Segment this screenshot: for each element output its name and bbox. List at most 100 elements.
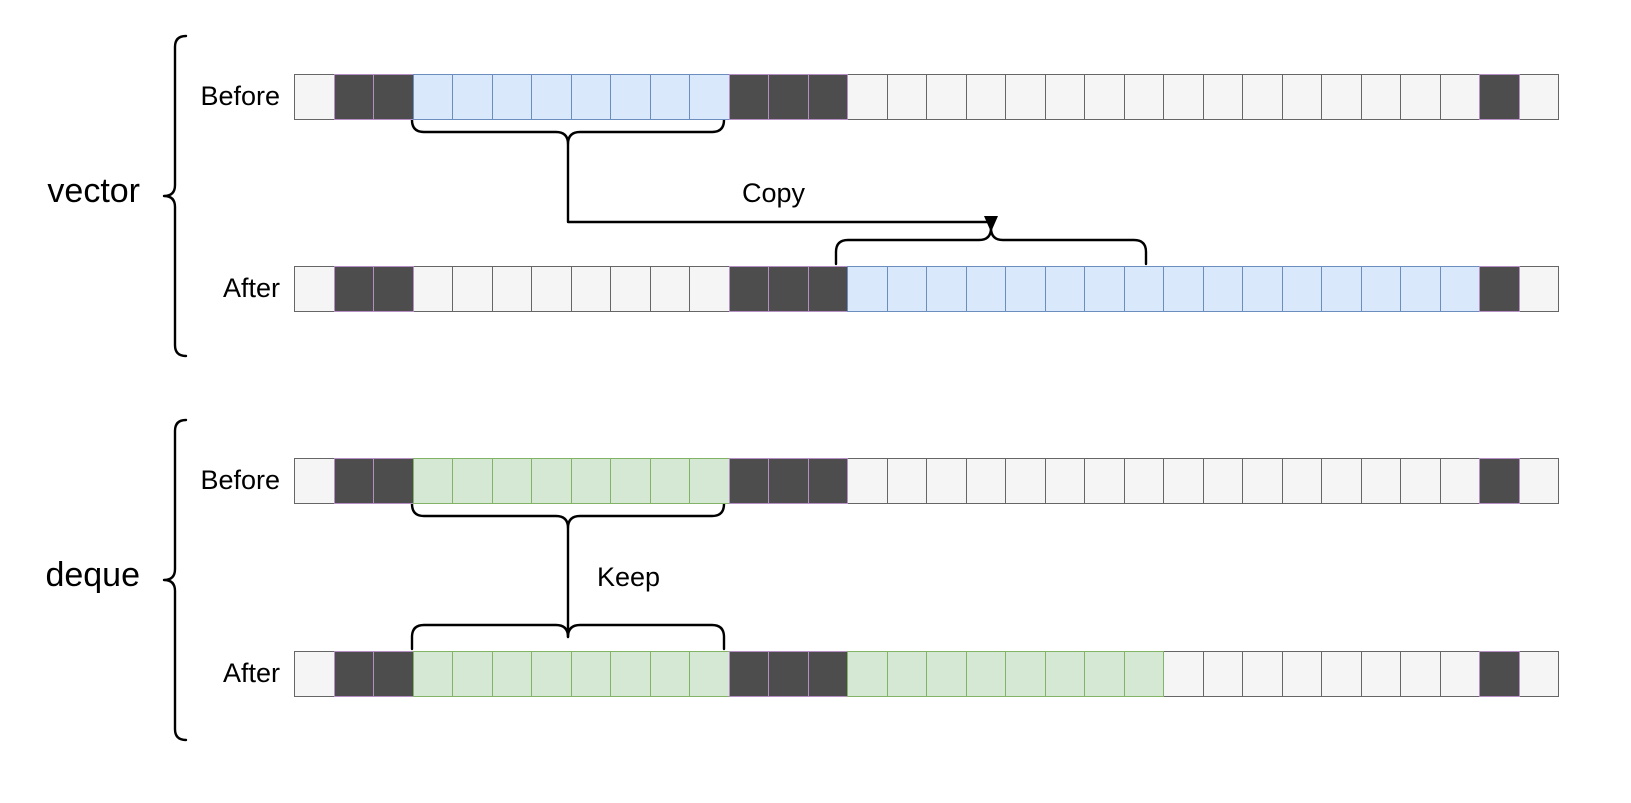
- memory-cell: [689, 458, 730, 504]
- memory-cell: [452, 651, 493, 697]
- memory-cell: [1360, 74, 1401, 120]
- memory-cell: [649, 458, 690, 504]
- memory-cell: [452, 266, 493, 312]
- memory-cell: [1044, 74, 1085, 120]
- memory-cell: [926, 74, 967, 120]
- memory-cell: [649, 266, 690, 312]
- brace-deque-before-source: [410, 502, 726, 530]
- memory-cell: [965, 266, 1006, 312]
- row-label-deque-after: After: [222, 658, 280, 688]
- memory-cell: [570, 74, 611, 120]
- row-label-vector-after: After: [222, 273, 280, 303]
- memory-cell: [1321, 74, 1362, 120]
- memory-cell: [452, 74, 493, 120]
- memory-cell: [333, 266, 374, 312]
- memory-cell: [373, 266, 414, 312]
- memory-cell: [1439, 458, 1480, 504]
- memory-cell: [1242, 458, 1283, 504]
- memory-row-deque-before: [294, 458, 1559, 504]
- memory-cell: [1321, 458, 1362, 504]
- memory-cell: [965, 458, 1006, 504]
- brace-vector-before-source: [410, 118, 726, 146]
- memory-cell: [1321, 651, 1362, 697]
- memory-cell: [491, 651, 532, 697]
- memory-row-vector-before: [294, 74, 1559, 120]
- memory-cell: [373, 458, 414, 504]
- memory-cell: [1005, 74, 1046, 120]
- memory-cell: [1163, 266, 1204, 312]
- memory-cell: [1163, 651, 1204, 697]
- memory-cell: [610, 74, 651, 120]
- memory-cell: [1281, 74, 1322, 120]
- row-label-vector-before: Before: [200, 81, 280, 111]
- memory-cell: [807, 266, 848, 312]
- memory-cell: [847, 74, 888, 120]
- memory-cell: [926, 651, 967, 697]
- memory-cell: [1202, 458, 1243, 504]
- memory-cell: [965, 74, 1006, 120]
- memory-cell: [1439, 266, 1480, 312]
- memory-cell: [728, 651, 769, 697]
- memory-cell: [333, 651, 374, 697]
- memory-cell: [847, 458, 888, 504]
- memory-cell: [768, 651, 809, 697]
- memory-cell: [1163, 74, 1204, 120]
- memory-cell: [1005, 458, 1046, 504]
- memory-cell: [886, 651, 927, 697]
- memory-cell: [768, 74, 809, 120]
- memory-cell: [1479, 458, 1520, 504]
- memory-cell: [886, 458, 927, 504]
- memory-cell: [531, 651, 572, 697]
- memory-cell: [373, 651, 414, 697]
- memory-cell: [1439, 651, 1480, 697]
- memory-cell: [570, 458, 611, 504]
- row-label-deque-before: Before: [200, 465, 280, 495]
- memory-cell: [1163, 458, 1204, 504]
- memory-cell: [491, 266, 532, 312]
- memory-cell: [531, 266, 572, 312]
- memory-cell: [1242, 266, 1283, 312]
- memory-cell: [728, 266, 769, 312]
- memory-cell: [412, 651, 453, 697]
- memory-cell: [807, 74, 848, 120]
- memory-cell: [294, 266, 335, 312]
- memory-cell: [333, 74, 374, 120]
- memory-cell: [689, 266, 730, 312]
- memory-cell: [1479, 651, 1520, 697]
- memory-cell: [847, 651, 888, 697]
- memory-cell: [1400, 651, 1441, 697]
- memory-cell: [768, 458, 809, 504]
- memory-cell: [649, 74, 690, 120]
- memory-cell: [807, 651, 848, 697]
- memory-cell: [1400, 74, 1441, 120]
- memory-cell: [1400, 266, 1441, 312]
- memory-cell: [1084, 74, 1125, 120]
- memory-cell: [1281, 651, 1322, 697]
- memory-cell: [452, 458, 493, 504]
- memory-cell: [1439, 74, 1480, 120]
- memory-cell: [412, 266, 453, 312]
- memory-cell: [1281, 458, 1322, 504]
- memory-cell: [847, 266, 888, 312]
- memory-cell: [1242, 651, 1283, 697]
- connector-label-keep: Keep: [597, 562, 661, 592]
- memory-cell: [1044, 266, 1085, 312]
- memory-cell: [1518, 266, 1559, 312]
- memory-cell: [1242, 74, 1283, 120]
- memory-cell: [1084, 651, 1125, 697]
- memory-cell: [412, 458, 453, 504]
- memory-cell: [1123, 458, 1164, 504]
- memory-cell: [1518, 651, 1559, 697]
- memory-cell: [1360, 651, 1401, 697]
- memory-cell: [886, 74, 927, 120]
- memory-cell: [1321, 266, 1362, 312]
- memory-cell: [1005, 651, 1046, 697]
- memory-cell: [689, 651, 730, 697]
- memory-cell: [1202, 74, 1243, 120]
- copy-arrowhead: [984, 216, 998, 232]
- memory-cell: [807, 458, 848, 504]
- memory-row-vector-after: [294, 266, 1559, 312]
- memory-cell: [1202, 266, 1243, 312]
- group-label-vector: vector: [47, 172, 140, 210]
